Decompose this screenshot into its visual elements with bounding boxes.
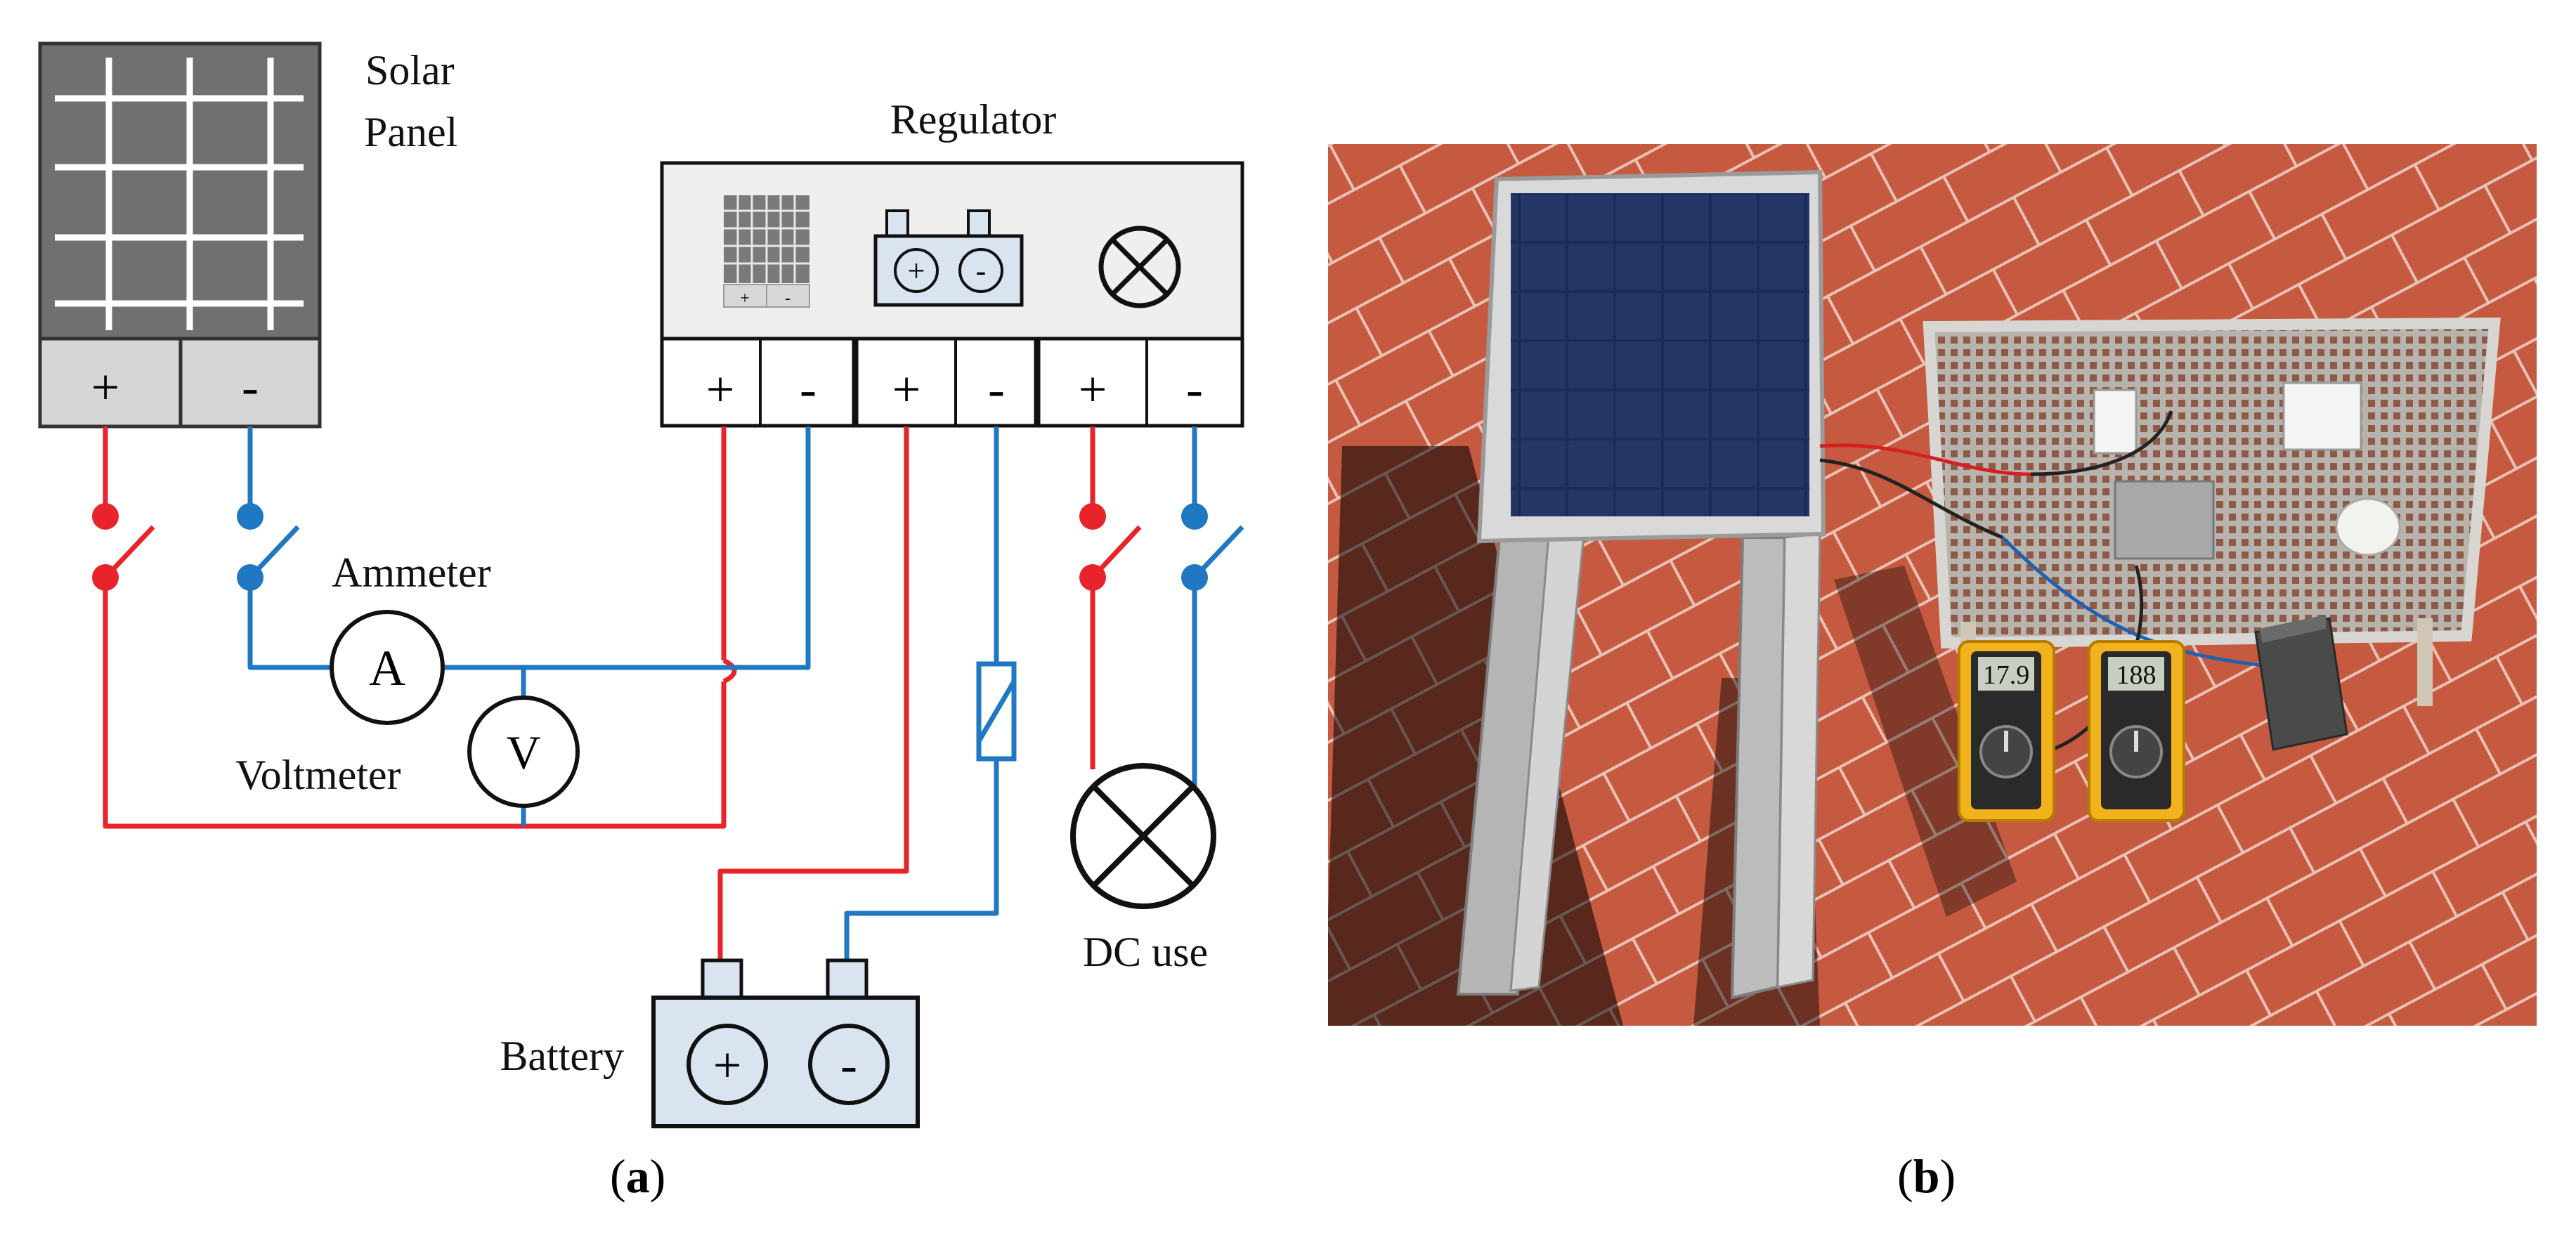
reg-term-battery-plus: + bbox=[892, 361, 921, 417]
multimeter-2-reading: 188 bbox=[2116, 660, 2157, 690]
circuit-diagram: + - Solar Panel Regulator + - bbox=[38, 41, 1244, 1128]
photo-solar-panel bbox=[1476, 169, 1826, 544]
regulator-battery-minus: - bbox=[976, 254, 987, 288]
battery-plus: + bbox=[713, 1037, 742, 1093]
battery: + - bbox=[651, 958, 920, 1128]
battery-label: Battery bbox=[500, 1033, 624, 1079]
ammeter-symbol: A bbox=[369, 640, 405, 696]
voltmeter: V bbox=[467, 696, 580, 808]
positive-switch-contacts bbox=[92, 503, 1106, 591]
reg-term-load-plus: + bbox=[1079, 361, 1107, 417]
voltmeter-label: Voltmeter bbox=[235, 752, 401, 798]
regulator-label: Regulator bbox=[890, 96, 1057, 143]
reg-term-battery-minus: - bbox=[988, 361, 1005, 417]
photo-multimeter-1: 17.9 bbox=[1958, 640, 2055, 822]
dc-use-lamp bbox=[1070, 763, 1216, 909]
battery-minus: - bbox=[840, 1037, 857, 1093]
panel-minus-sign: - bbox=[242, 359, 259, 415]
panel-plus-sign: + bbox=[91, 359, 120, 415]
solar-panel-label-line1: Solar bbox=[365, 47, 455, 93]
regulator-panel-icon-minus: - bbox=[785, 289, 791, 308]
photo-multimeter-2: 188 bbox=[2088, 640, 2185, 822]
regulator-battery-plus: + bbox=[908, 254, 925, 288]
caption-a: (a) bbox=[610, 1149, 666, 1203]
negative-switch-contacts bbox=[237, 503, 1208, 591]
solar-panel: + - bbox=[38, 41, 322, 429]
regulator-lamp-icon bbox=[1098, 226, 1181, 308]
reg-term-panel-plus: + bbox=[706, 361, 735, 417]
setup-photo: 17.9 188 bbox=[1328, 144, 2537, 1026]
photo-panel-stand bbox=[1456, 525, 1821, 1000]
negative-wires bbox=[247, 426, 1244, 960]
regulator-battery-icon: + - bbox=[873, 209, 1024, 307]
ammeter: A bbox=[330, 610, 445, 725]
fuse bbox=[976, 661, 1017, 762]
regulator: + - + - + - + bbox=[660, 161, 1244, 428]
regulator-panel-icon: + - bbox=[723, 195, 810, 308]
solar-panel-label-line2: Panel bbox=[364, 109, 457, 155]
photo-battery bbox=[2254, 615, 2348, 751]
reg-term-load-minus: - bbox=[1186, 361, 1203, 417]
positive-wires bbox=[103, 426, 1142, 960]
ammeter-label: Ammeter bbox=[332, 549, 491, 596]
multimeter-1-reading: 17.9 bbox=[1983, 660, 2030, 690]
reg-term-panel-minus: - bbox=[800, 361, 817, 417]
dc-use-label: DC use bbox=[1083, 929, 1208, 975]
regulator-panel-icon-plus: + bbox=[740, 289, 750, 308]
caption-b: (b) bbox=[1897, 1149, 1956, 1203]
voltmeter-symbol: V bbox=[506, 726, 540, 779]
